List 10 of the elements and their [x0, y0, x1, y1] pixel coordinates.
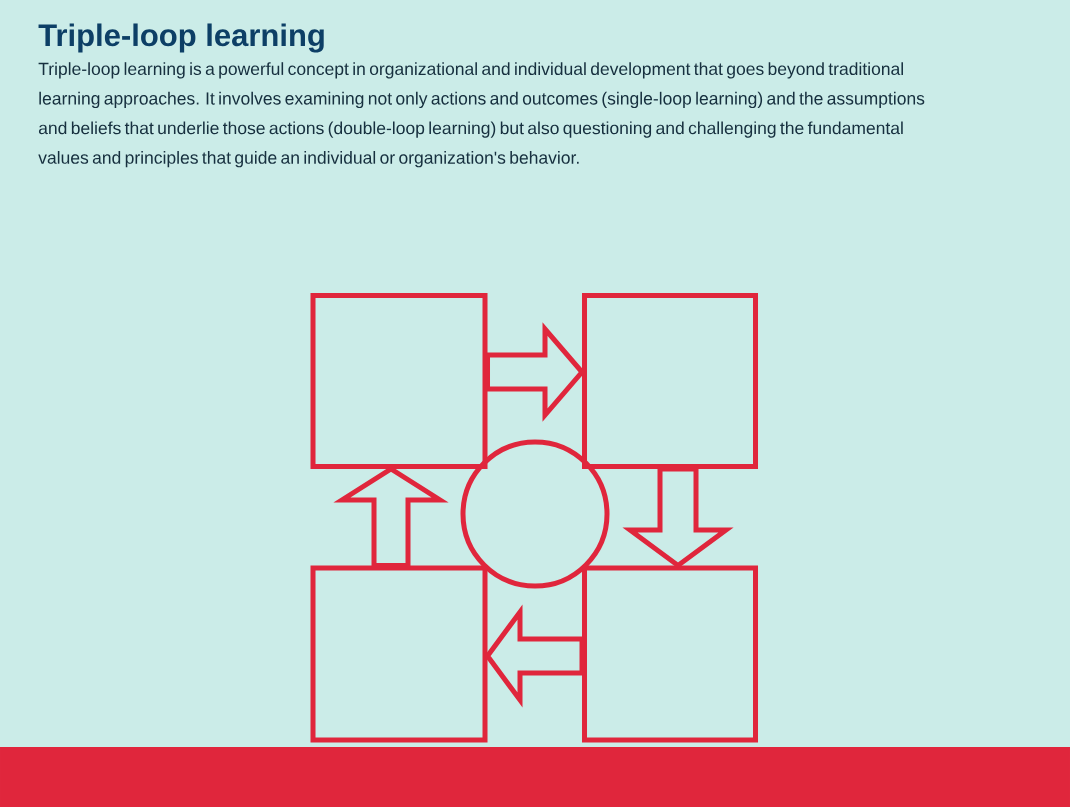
box: [310, 293, 488, 469]
box: [310, 565, 488, 743]
description: Triple-loop learning is a powerful concept in organizational and individual development that goes beyond traditional learning approaches. It involves examining not only actions and outcomes (single-loop learning) and the assumptions and beliefs that underlie those actions (double-loop learning) but also questioning and challenging the fundamental values and principles that guide an individual or organization's behavior.: [38, 62, 925, 168]
title: Triple-loop learning: [38, 23, 324, 53]
block-arrow: [484, 604, 585, 708]
box: [582, 565, 758, 743]
circle: [460, 439, 610, 589]
block-arrow: [333, 466, 449, 568]
block-arrow: [622, 466, 734, 569]
box: [582, 293, 758, 469]
